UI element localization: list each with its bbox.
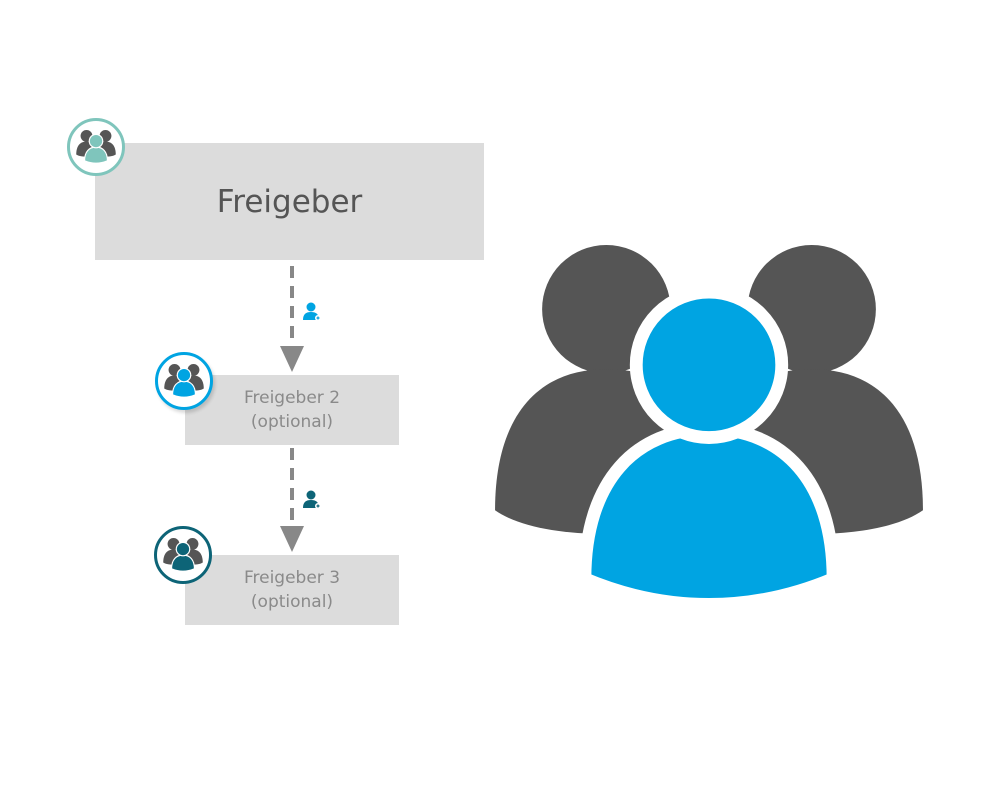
arrow-connector-2 [280, 448, 304, 552]
step-title: Freigeber 2 [243, 388, 341, 408]
step-box-freigeber: Freigeber [95, 143, 484, 260]
large-user-group-icon [495, 245, 923, 613]
group-badge-icon [155, 352, 213, 410]
person-add-icon [302, 490, 322, 510]
step-title: Freigeber [216, 183, 363, 220]
arrow-connector-1 [280, 266, 304, 372]
step-subtitle: (optional) [250, 592, 334, 612]
group-badge-icon [67, 118, 125, 176]
group-badge-icon [154, 526, 212, 584]
step-title: Freigeber 3 [243, 568, 341, 588]
step-subtitle: (optional) [250, 412, 334, 432]
step-box-freigeber-2: Freigeber 2 (optional) [185, 375, 399, 445]
person-add-icon [302, 302, 322, 322]
step-box-freigeber-3: Freigeber 3 (optional) [185, 555, 399, 625]
